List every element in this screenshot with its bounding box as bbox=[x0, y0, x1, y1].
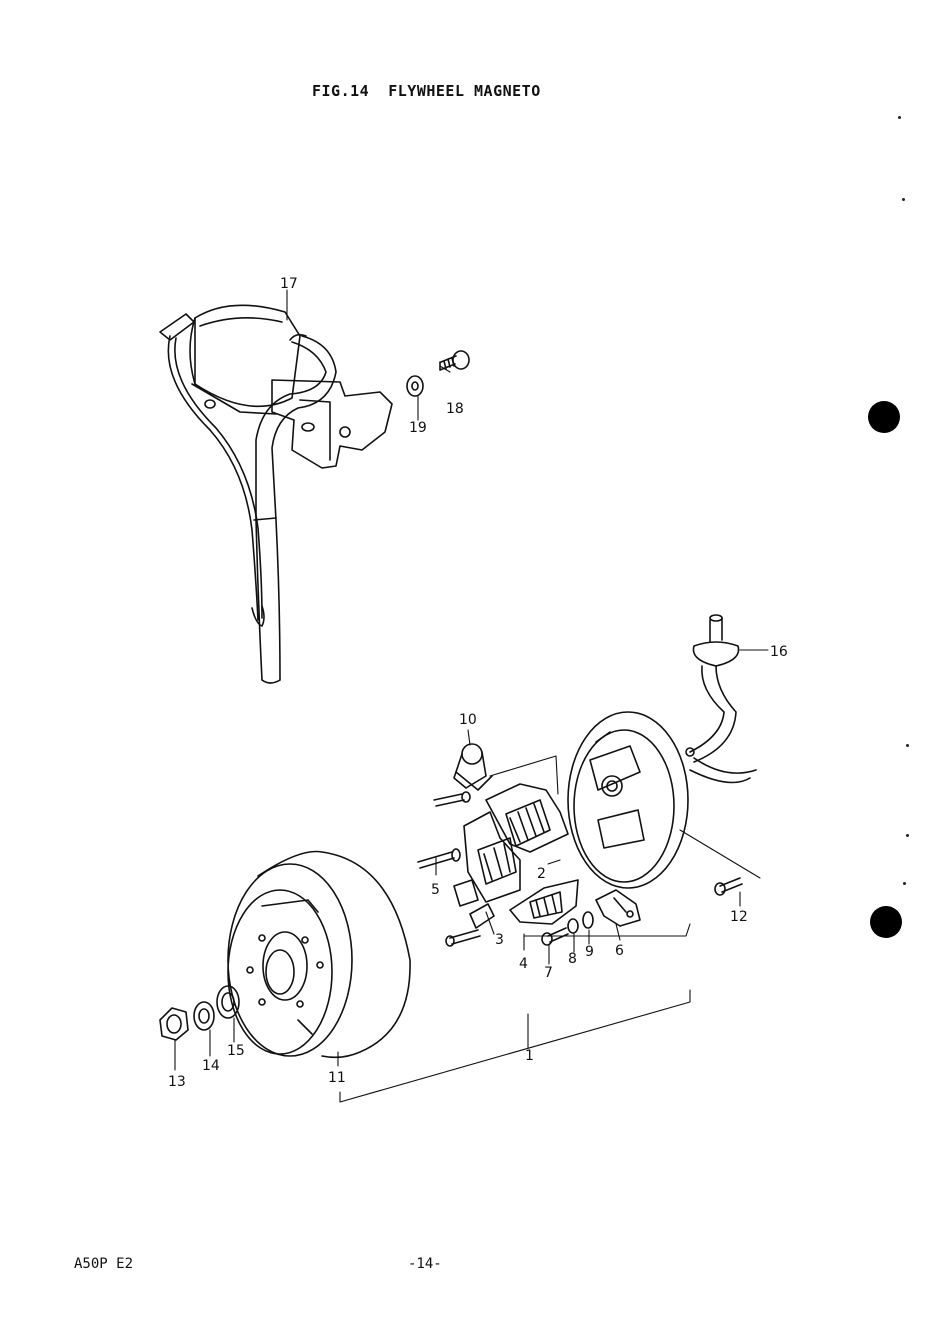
page-number: -14- bbox=[408, 1256, 442, 1272]
model-code: A50P E2 bbox=[74, 1256, 134, 1272]
speck bbox=[898, 116, 901, 119]
leader-lines bbox=[174, 289, 769, 1103]
callout-4: 4 bbox=[519, 956, 528, 972]
speck bbox=[902, 198, 905, 201]
callout-3: 3 bbox=[495, 932, 504, 948]
washer-15 bbox=[216, 985, 240, 1019]
clip-3 bbox=[469, 903, 495, 929]
callout-8: 8 bbox=[568, 951, 577, 967]
lock-washer-14 bbox=[193, 1001, 215, 1031]
condenser-10 bbox=[453, 743, 493, 791]
callout-16: 16 bbox=[770, 644, 788, 660]
screw-5 bbox=[417, 848, 461, 869]
screw-7 bbox=[541, 927, 569, 946]
flywheel-rotor bbox=[227, 850, 411, 1059]
callout-labels: 17 18 19 16 10 2 5 3 4 7 8 9 6 12 1 11 1… bbox=[168, 276, 788, 1090]
callout-17: 17 bbox=[280, 276, 298, 292]
registration-mark-lower bbox=[870, 906, 902, 938]
callout-14: 14 bbox=[202, 1058, 220, 1074]
registration-mark-upper bbox=[868, 401, 900, 433]
figure-title: FIG.14 FLYWHEEL MAGNETO bbox=[312, 82, 541, 100]
callout-9: 9 bbox=[585, 944, 594, 960]
callout-15: 15 bbox=[227, 1043, 245, 1059]
screw-upper bbox=[433, 791, 471, 807]
callout-11: 11 bbox=[328, 1070, 346, 1086]
washer-8 bbox=[567, 918, 579, 934]
contact-breaker-6 bbox=[595, 889, 641, 927]
ignition-source-coil-4 bbox=[509, 879, 579, 925]
callout-10: 10 bbox=[459, 712, 477, 728]
callout-19: 19 bbox=[409, 420, 427, 436]
screw-lower-left bbox=[445, 929, 481, 947]
ignition-coil bbox=[159, 304, 393, 684]
callout-2: 2 bbox=[537, 866, 546, 882]
stator-base-plate bbox=[567, 711, 689, 889]
callout-12: 12 bbox=[730, 909, 748, 925]
coil-3 bbox=[463, 811, 521, 903]
grommet-lead-16 bbox=[685, 614, 757, 784]
screw-18 bbox=[439, 350, 470, 371]
callout-7: 7 bbox=[544, 965, 553, 981]
speck bbox=[906, 834, 909, 837]
callout-5: 5 bbox=[431, 882, 440, 898]
callout-13: 13 bbox=[168, 1074, 186, 1090]
lighting-coil-2 bbox=[485, 783, 569, 853]
felt-pad bbox=[453, 879, 479, 907]
callout-1: 1 bbox=[525, 1048, 534, 1064]
callout-6: 6 bbox=[615, 943, 624, 959]
nut-13 bbox=[159, 1007, 189, 1041]
callout-18: 18 bbox=[446, 401, 464, 417]
speck bbox=[906, 744, 909, 747]
speck bbox=[903, 882, 906, 885]
washer-9 bbox=[582, 911, 594, 929]
washer-19 bbox=[406, 375, 424, 397]
screw-12 bbox=[714, 877, 743, 896]
